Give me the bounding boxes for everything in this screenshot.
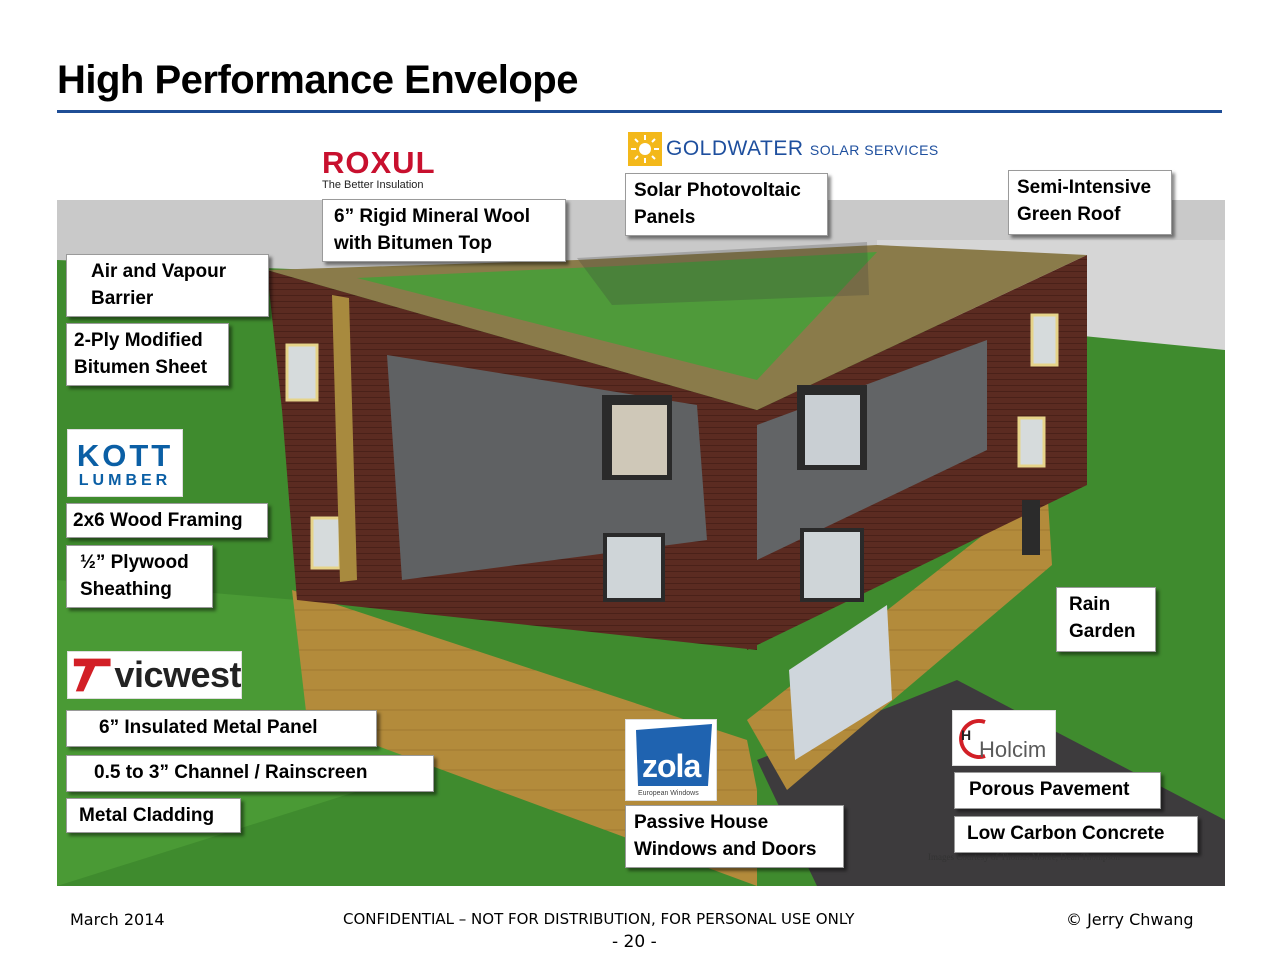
callout-low-carbon-concrete: Low Carbon Concrete	[954, 816, 1198, 853]
callout-porous-pavement: Porous Pavement	[954, 772, 1161, 809]
zola-wordmark: zola	[642, 748, 701, 784]
callout-bitumen-sheet: 2-Ply Modified Bitumen Sheet	[66, 323, 229, 386]
kott-lumber-logo: KOTT LUMBER	[67, 429, 183, 497]
callout-green-roof: Semi-Intensive Green Roof	[1008, 170, 1172, 235]
holcim-wordmark: Holcim	[979, 737, 1047, 762]
footer-date: March 2014	[70, 910, 165, 929]
vicwest-mark-icon	[73, 658, 111, 692]
page-number: - 20 -	[612, 932, 657, 952]
holcim-mark-icon: H	[959, 719, 986, 759]
vicwest-wordmark: vicwest	[114, 654, 241, 695]
callout-wood-framing: 2x6 Wood Framing	[66, 503, 268, 538]
vicwest-logo: vicwest	[67, 651, 242, 699]
callout-air-vapour-barrier: Air and Vapour Barrier	[66, 254, 269, 317]
footer-confidential-notice: CONFIDENTIAL – NOT FOR DISTRIBUTION, FOR…	[343, 910, 855, 928]
callout-solar-pv: Solar Photovoltaic Panels	[625, 173, 828, 236]
goldwater-suffix: SOLAR SERVICES	[809, 142, 939, 158]
callout-mineral-wool: 6” Rigid Mineral Wool with Bitumen Top	[322, 199, 566, 262]
roxul-logo: ROXUL The Better Insulation	[322, 145, 436, 192]
sun-icon	[628, 132, 662, 166]
callout-insulated-metal-panel: 6” Insulated Metal Panel	[66, 710, 377, 747]
callout-rain-garden: Rain Garden	[1056, 587, 1156, 652]
slide-title: High Performance Envelope	[57, 58, 578, 102]
kott-wordmark: KOTT	[76, 438, 174, 473]
callout-plywood-sheathing: ½” Plywood Sheathing	[66, 545, 213, 608]
roxul-tagline: The Better Insulation	[322, 179, 424, 191]
callout-passive-house-windows: Passive House Windows and Doors	[625, 805, 844, 868]
svg-text:H: H	[961, 727, 971, 743]
footer-copyright: © Jerry Chwang	[1066, 910, 1194, 929]
zola-window-icon	[636, 724, 712, 786]
holcim-logo: H Holcim	[952, 710, 1056, 766]
title-underline	[57, 110, 1222, 113]
zola-logo: zola European Windows	[625, 719, 717, 801]
callout-channel-rainscreen: 0.5 to 3” Channel / Rainscreen	[66, 755, 434, 792]
lumber-wordmark: LUMBER	[78, 472, 172, 489]
callout-metal-cladding: Metal Cladding	[66, 798, 241, 833]
image-credit: Images Courtesy of Thomas Moore, Dean Th…	[928, 852, 1120, 862]
roxul-wordmark: ROXUL	[322, 145, 436, 180]
zola-tagline: European Windows	[638, 790, 699, 797]
goldwater-logo: GOLDWATER SOLAR SERVICES	[628, 132, 939, 166]
goldwater-wordmark: GOLDWATER	[666, 137, 804, 160]
